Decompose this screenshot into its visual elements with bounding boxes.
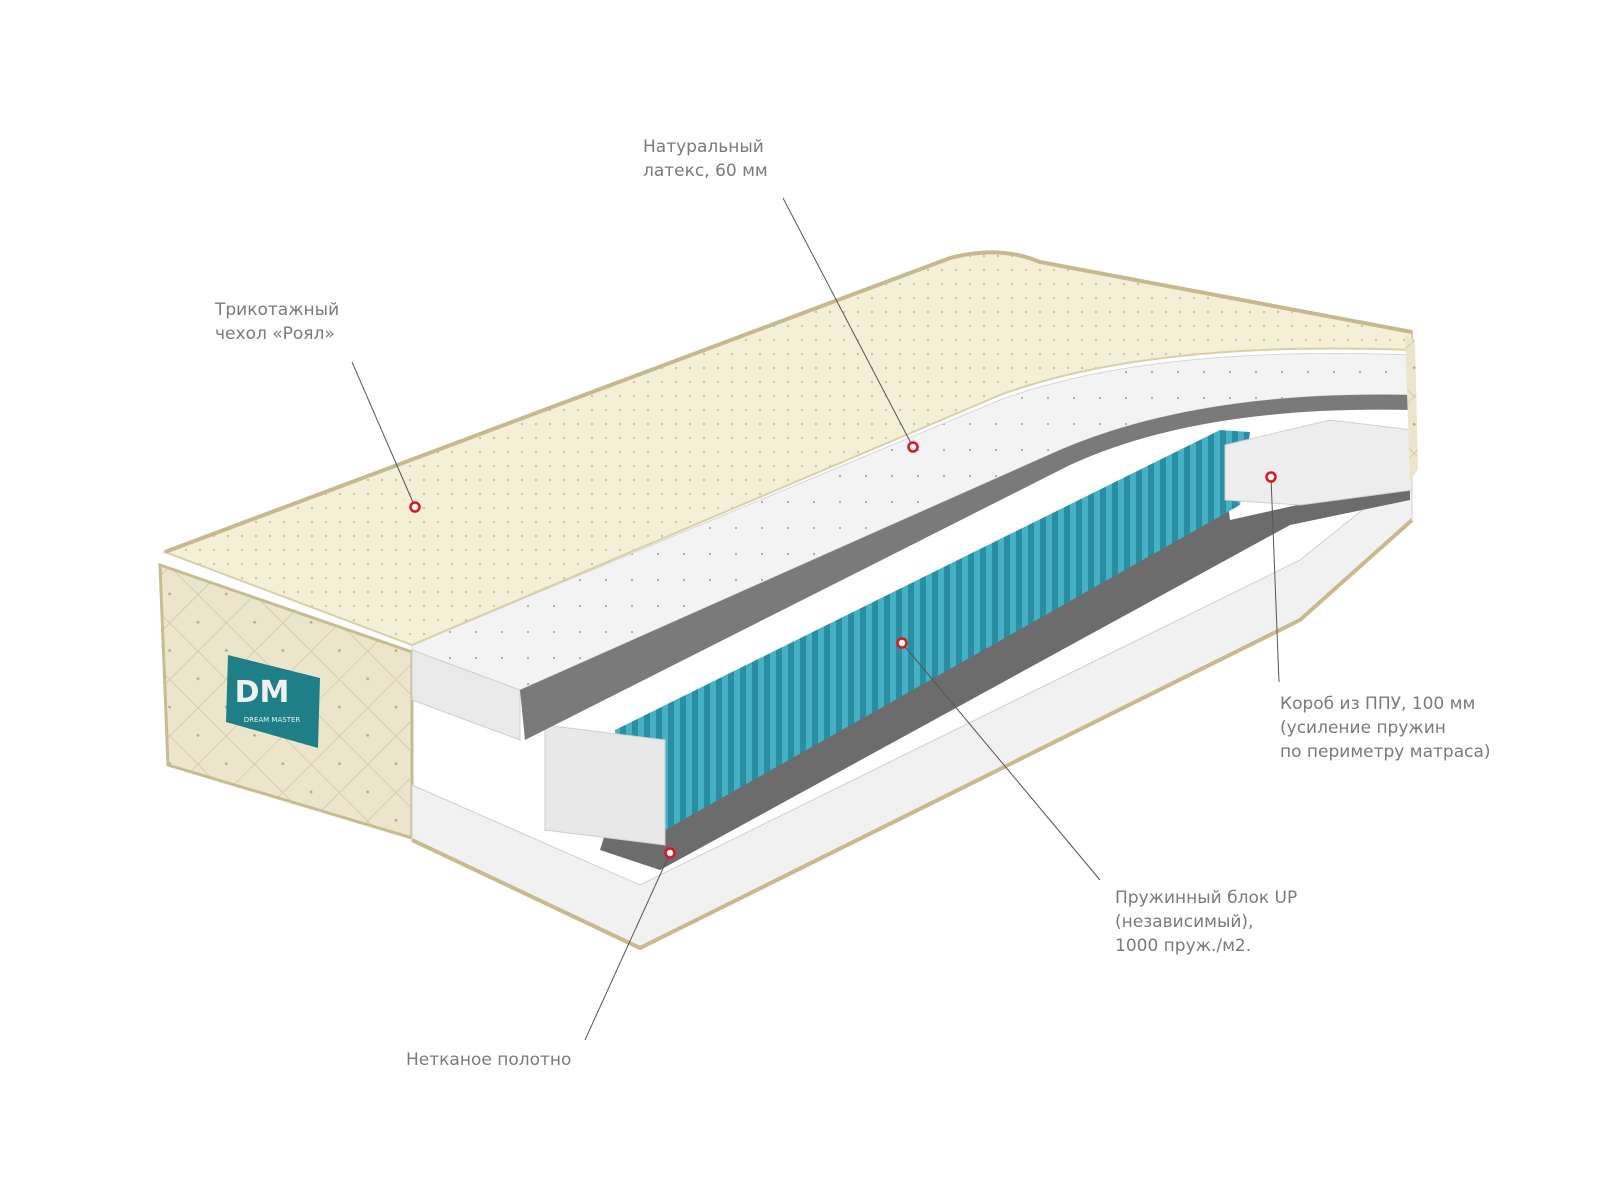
leader-lines bbox=[351, 197, 1280, 1041]
callout-cover: Трикотажный чехол «Роял» bbox=[215, 298, 339, 346]
leader-line-latex bbox=[782, 197, 914, 448]
nonwoven-layer bbox=[600, 440, 1410, 870]
callout-line: латекс, 60 мм bbox=[643, 161, 768, 181]
callout-line: чехол «Роял» bbox=[215, 324, 335, 344]
brand-badge: DM DREAM MASTER bbox=[226, 655, 320, 748]
marker-latex bbox=[907, 441, 919, 453]
callout-line: (усиление пружин bbox=[1280, 718, 1446, 738]
callout-line: 1000 пруж./м2. bbox=[1115, 936, 1252, 956]
callout-line: Короб из ППУ, 100 мм bbox=[1280, 694, 1476, 714]
foam-box-front bbox=[544, 724, 666, 846]
callout-line: Трикотажный bbox=[215, 300, 340, 320]
callout-spring-block: Пружинный блок UP (независимый), 1000 пр… bbox=[1115, 886, 1297, 958]
callout-line: по периметру матраса) bbox=[1280, 742, 1491, 762]
marker-nonwoven bbox=[664, 847, 676, 859]
foam-box-back bbox=[1224, 419, 1413, 506]
marker-cover bbox=[409, 501, 421, 513]
callout-line: Натуральный bbox=[643, 137, 764, 157]
leader-line-nonwoven bbox=[584, 852, 671, 1041]
right-side-panel bbox=[1405, 335, 1418, 480]
callout-line: (независимый), bbox=[1115, 912, 1254, 932]
leader-line-cover bbox=[351, 361, 416, 508]
brand-logo: DM bbox=[235, 675, 290, 710]
brand-logo-subtext: DREAM MASTER bbox=[244, 716, 301, 724]
callout-markers bbox=[409, 441, 1277, 859]
marker-spring-block bbox=[896, 637, 908, 649]
callout-latex: Натуральный латекс, 60 мм bbox=[643, 135, 768, 183]
leader-line-foam-box bbox=[1270, 476, 1280, 683]
top-piping bbox=[164, 250, 1413, 554]
marker-foam-box bbox=[1265, 471, 1277, 483]
callout-nonwoven: Нетканое полотно bbox=[406, 1048, 571, 1072]
leader-line-spring-block bbox=[901, 642, 1101, 881]
latex-front-face bbox=[411, 649, 521, 741]
bottom-piping bbox=[411, 518, 1414, 951]
spring-block bbox=[615, 430, 1250, 830]
callout-line: Нетканое полотно bbox=[406, 1050, 572, 1070]
callout-line: Пружинный блок UP bbox=[1115, 888, 1298, 908]
callout-foam-box: Короб из ППУ, 100 мм (усиление пружин по… bbox=[1280, 692, 1491, 764]
